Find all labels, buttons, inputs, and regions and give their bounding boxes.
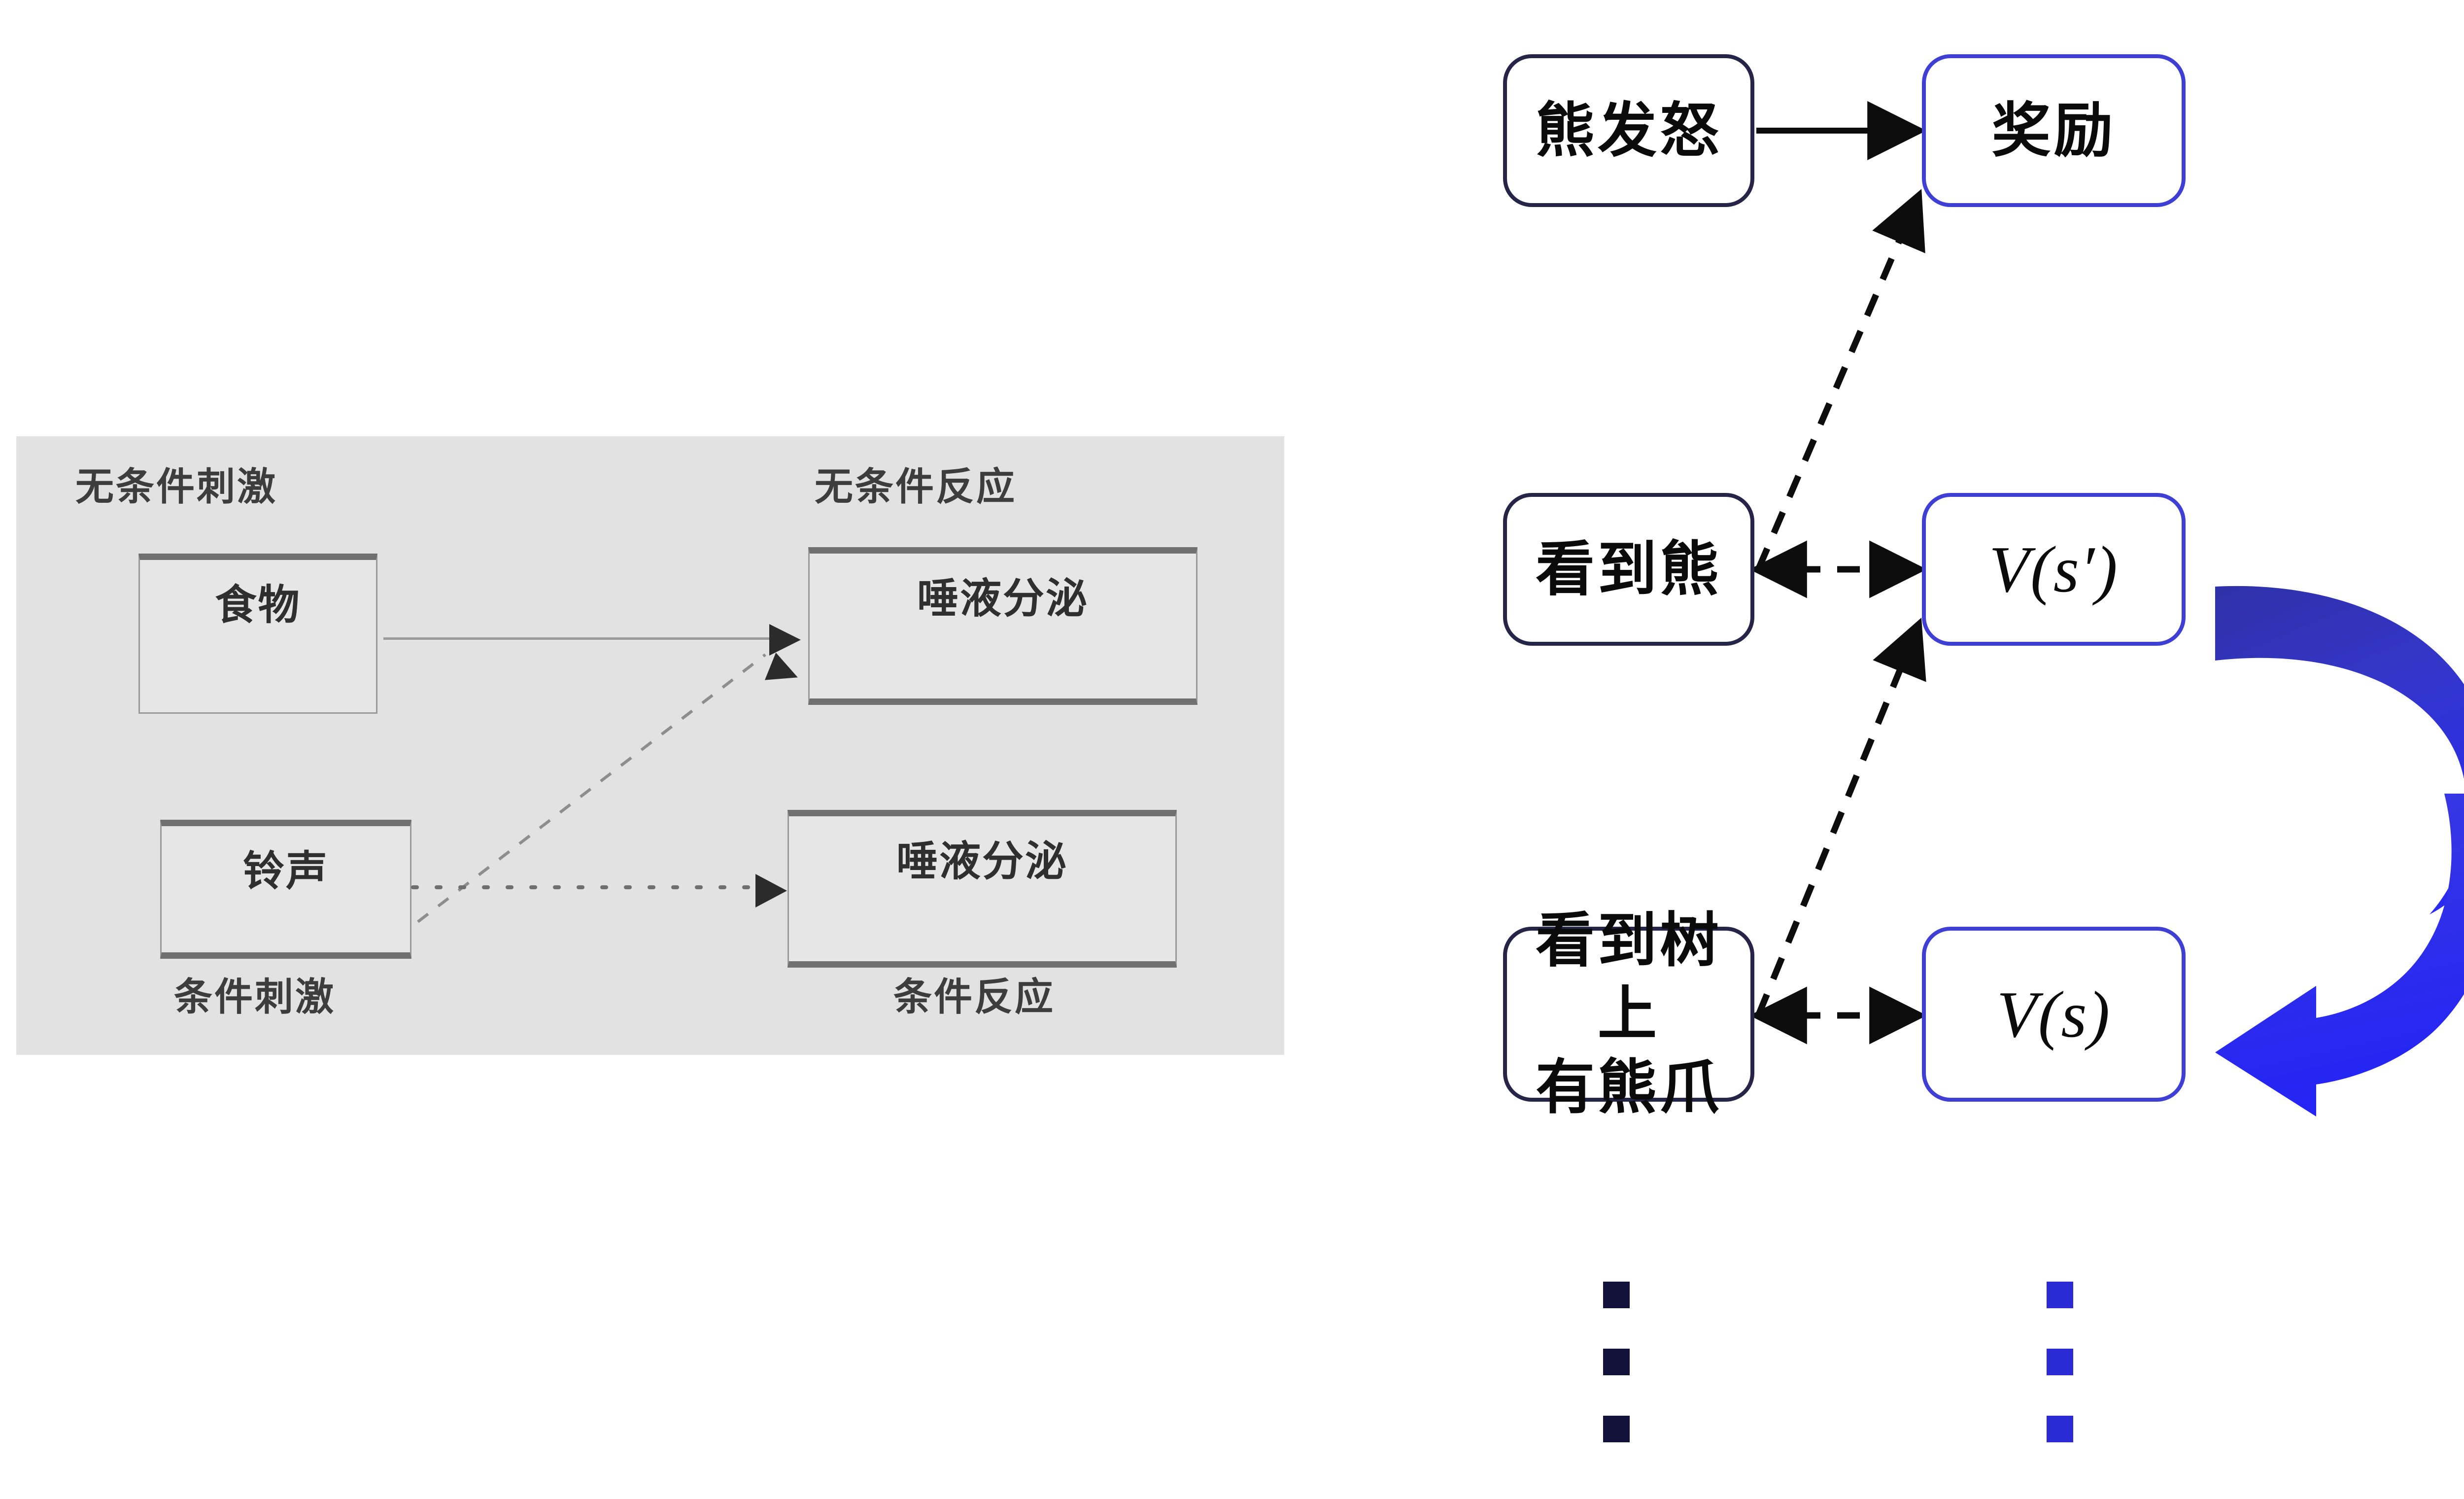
box-v-s-prime-label: V(s′): [1989, 533, 2119, 606]
ellipsis-dot: [2047, 1349, 2073, 1375]
box-bell: 铃声: [160, 820, 411, 959]
ellipsis-dot: [2047, 1416, 2073, 1442]
connector-see-bear-paw-to-v-s-prime: [1755, 618, 1926, 1017]
box-bear-angry: 熊发怒: [1503, 54, 1754, 207]
box-bear-angry-label: 熊发怒: [1536, 97, 1722, 164]
box-v-s: V(s): [1922, 927, 2186, 1102]
box-conditioned-salivation: 唾液分泌: [787, 810, 1177, 968]
box-see-bear-paw-label: 看到树上有熊爪: [1536, 907, 1722, 1120]
ellipsis-states: [1603, 1282, 1630, 1483]
connector-bell-to-ucr-line: [417, 653, 766, 923]
ellipsis-dot: [2047, 1282, 2073, 1308]
loop-arrow-lower-band-arrowhead: [2215, 794, 2464, 1116]
ellipsis-dot: [1603, 1416, 1630, 1442]
ellipsis-dot: [1603, 1349, 1630, 1375]
box-reward: 奖励: [1922, 54, 2186, 207]
label-conditioned-stimulus: 条件刺激: [174, 975, 336, 1018]
cc-connector-svg: [411, 653, 766, 923]
connector-see-bear-to-reward: [1755, 189, 1925, 571]
box-conditioned-salivation-label: 唾液分泌: [896, 838, 1068, 884]
ellipsis-values: [2047, 1282, 2073, 1483]
box-bell-label: 铃声: [242, 848, 329, 894]
label-unconditioned-response: 无条件反应: [815, 465, 1017, 508]
box-see-bear-label: 看到熊: [1536, 536, 1722, 602]
label-conditioned-response: 条件反应: [893, 975, 1056, 1018]
box-see-bear-paw: 看到树上有熊爪: [1503, 907, 1754, 1120]
box-unconditioned-salivation-label: 唾液分泌: [917, 575, 1089, 622]
connector-food-to-ucr-line: [383, 637, 775, 640]
box-v-s-label: V(s): [1996, 977, 2111, 1051]
label-unconditioned-stimulus: 无条件刺激: [75, 465, 278, 508]
loop-arrow-upper-band: [2215, 586, 2464, 914]
box-food-label: 食物: [215, 582, 301, 628]
update-loop-arrow: [2215, 586, 2464, 1116]
ellipsis-dot: [1603, 1282, 1630, 1308]
classical-conditioning-panel: 无条件刺激 无条件反应 条件刺激 条件反应 食物 铃声 唾液分泌 唾液分泌: [16, 436, 1284, 1055]
box-see-bear: 看到熊: [1503, 493, 1754, 646]
connector-bell-to-cr-arrowhead-icon: [755, 874, 787, 907]
connector-food-to-ucr-arrowhead-icon: [769, 624, 801, 656]
box-food: 食物: [138, 554, 377, 714]
td-learning-panel: 熊发怒 看到熊 看到树上有熊爪 奖励 V(s′) V(s): [1429, 0, 2464, 1499]
box-v-s-prime: V(s′): [1922, 493, 2186, 646]
box-reward-label: 奖励: [1991, 97, 2116, 164]
box-unconditioned-salivation: 唾液分泌: [808, 547, 1198, 705]
